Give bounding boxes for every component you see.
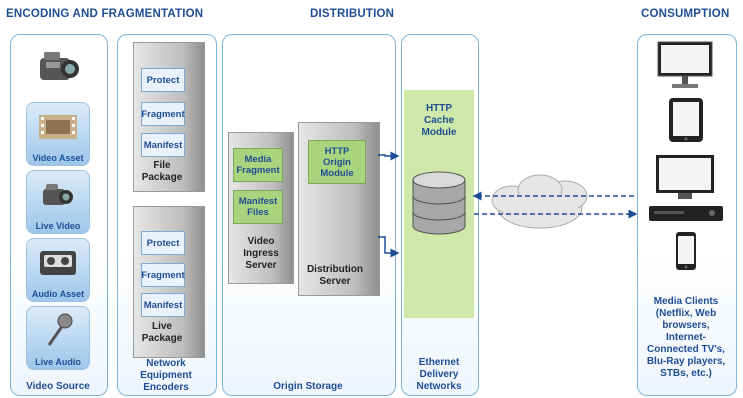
live-audio-tile[interactable]: Live Audio — [26, 306, 90, 370]
distribution-server-label: Distribution Server — [306, 264, 364, 287]
live-video-label: Live Video — [35, 221, 81, 231]
distribution-header: DISTRIBUTION — [310, 8, 395, 20]
cloud-icon — [491, 174, 588, 229]
file-fragment-block[interactable]: Fragment — [141, 102, 185, 126]
file-manifest-block[interactable]: Manifest — [141, 133, 185, 157]
origin-to-cache-arrow-bottom — [378, 236, 400, 258]
blu-ray-player-icon — [648, 205, 724, 223]
ingress-server-label: Video Ingress Server — [243, 236, 279, 271]
video-source-caption: Video Source — [26, 381, 90, 392]
video-asset-label: Video Asset — [32, 153, 84, 163]
live-fragment-block[interactable]: Fragment — [141, 263, 185, 287]
smartphone-icon — [675, 231, 697, 271]
live-audio-label: Live Audio — [35, 357, 81, 367]
http-origin-module-block[interactable]: HTTP Origin Module — [308, 140, 366, 184]
camcorder-icon — [43, 184, 73, 205]
file-protect-block[interactable]: Protect — [141, 68, 185, 92]
tv-icon — [654, 153, 716, 201]
live-protect-block[interactable]: Protect — [141, 231, 185, 255]
encoders-caption: Network Equipment Encoders — [140, 358, 192, 393]
monitor-icon — [656, 40, 714, 90]
http-cache-module-label: HTTP Cache Module — [421, 103, 457, 138]
cassette-icon — [40, 251, 76, 275]
audio-asset-label: Audio Asset — [31, 289, 85, 299]
manifest-files-block[interactable]: Manifest Files — [233, 190, 283, 224]
microphone-icon — [47, 313, 73, 346]
live-video-tile[interactable]: Live Video — [26, 170, 90, 234]
video-asset-tile[interactable]: Video Asset — [26, 102, 90, 166]
tablet-icon — [668, 97, 704, 143]
encoding-header: ENCODING AND FRAGMENTATION — [6, 8, 204, 20]
cache-to-clients-arrows — [472, 191, 638, 219]
film-strip-icon — [39, 115, 77, 139]
delivery-networks-caption: Ethernet Delivery Networks — [416, 357, 462, 392]
media-fragment-block[interactable]: Media Fragment — [233, 148, 283, 182]
consumption-header: CONSUMPTION — [641, 8, 730, 20]
live-manifest-block[interactable]: Manifest — [141, 293, 185, 317]
media-clients-caption: Media Clients (Netflix, Web browsers, In… — [646, 296, 726, 379]
camcorder-icon — [34, 42, 82, 90]
origin-storage-caption: Origin Storage — [273, 381, 343, 392]
origin-to-cache-arrow-top — [378, 151, 400, 161]
file-package-label: File Package — [141, 160, 183, 183]
audio-asset-tile[interactable]: Audio Asset — [26, 238, 90, 302]
cache-database-icon — [411, 170, 467, 236]
live-package-label: Live Package — [141, 321, 183, 344]
